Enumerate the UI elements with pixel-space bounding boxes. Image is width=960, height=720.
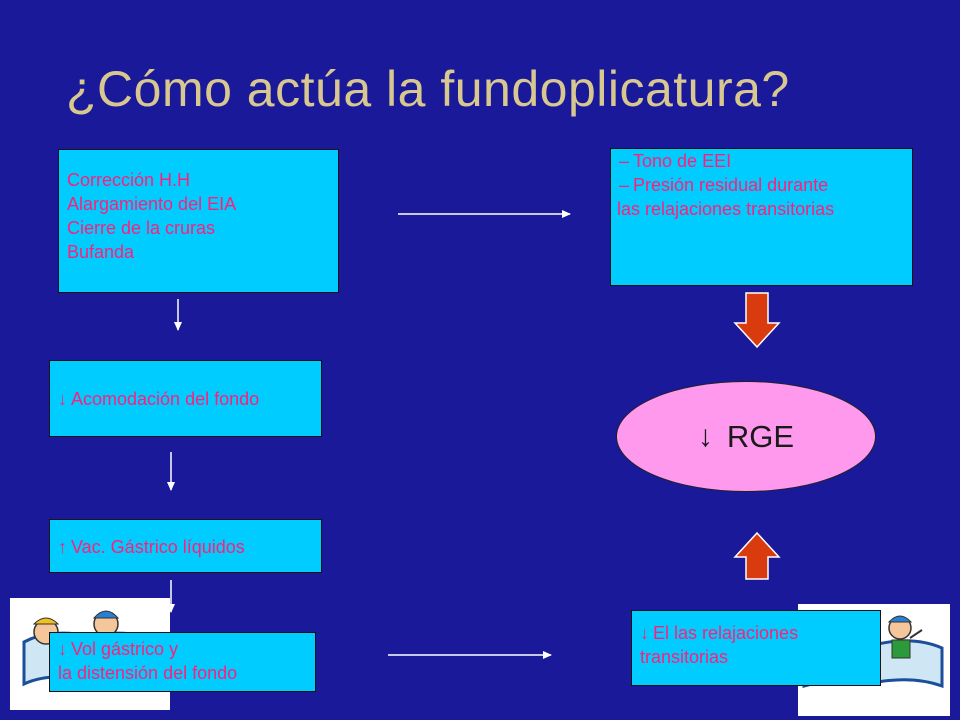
- correction-line-2: Alargamiento del EIA: [67, 194, 237, 214]
- volume-line-1: Vol gástrico y: [71, 639, 179, 659]
- block-arrow-down: [733, 292, 781, 349]
- tone-box: –Tono de EEI –Presión residual durante l…: [610, 148, 913, 286]
- relaxations-line-2: transitorias: [640, 647, 729, 667]
- down-arrow-symbol: ↓: [58, 389, 67, 409]
- slide-title: ¿Cómo actúa la fundoplicatura?: [66, 61, 790, 117]
- volume-line-2: la distensión del fondo: [58, 663, 238, 683]
- minus-symbol: –: [619, 151, 630, 171]
- down-arrow-symbol: ↓: [58, 639, 67, 659]
- relaxations-line-1: El las relajaciones: [653, 623, 799, 643]
- tone-line-1: Tono de EEI: [633, 151, 732, 171]
- emptying-text: Vac. Gástrico líquidos: [71, 537, 245, 557]
- correction-line-4: Bufanda: [67, 242, 135, 262]
- accommodation-text: Acomodación del fondo: [71, 389, 260, 409]
- minus-symbol: –: [619, 175, 630, 195]
- relaxations-box: ↓El las relajaciones transitorias: [631, 610, 881, 686]
- correction-line-3: Cierre de la cruras: [67, 218, 216, 238]
- emptying-box: ↑Vac. Gástrico líquidos: [49, 519, 322, 573]
- volume-box: ↓Vol gástrico y la distensión del fondo: [49, 632, 316, 692]
- tone-line-2: Presión residual durante: [633, 175, 829, 195]
- down-arrow-symbol: ↓: [640, 623, 649, 643]
- rge-label: RGE: [726, 418, 795, 454]
- correction-box: Corrección H.H Alargamiento del EIA Cier…: [58, 149, 339, 293]
- rge-ellipse: ↓ RGE: [616, 381, 876, 492]
- up-arrow-symbol: ↑: [58, 537, 67, 557]
- block-arrow-up: [733, 531, 781, 580]
- correction-line-1: Corrección H.H: [67, 170, 191, 190]
- tone-line-3: las relajaciones transitorias: [617, 199, 835, 219]
- down-arrow-symbol: ↓: [697, 419, 713, 453]
- accommodation-box: ↓Acomodación del fondo: [49, 360, 322, 437]
